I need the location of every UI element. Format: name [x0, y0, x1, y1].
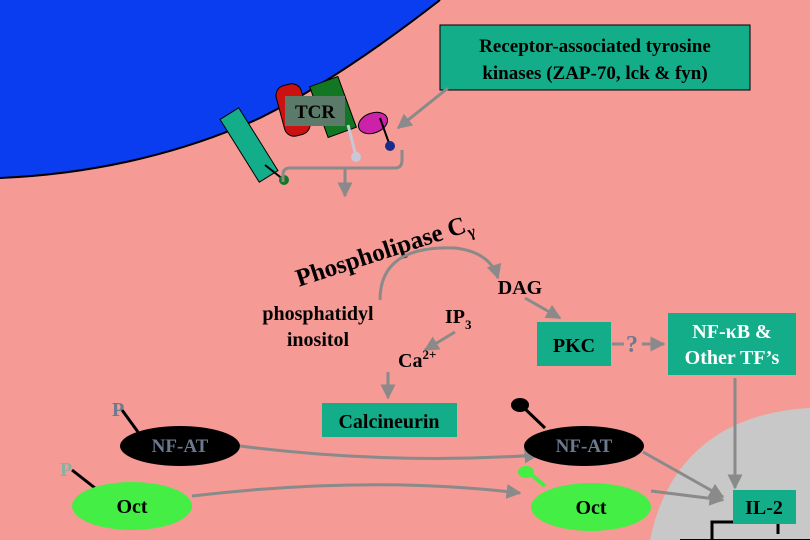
- nfkb-line2: Other TF’s: [685, 347, 780, 369]
- kinase-box-line1: Receptor-associated tyrosine: [479, 36, 711, 57]
- oct-left: [72, 482, 192, 530]
- il2-box: [733, 490, 796, 524]
- oct-phospho-label: P: [60, 459, 72, 481]
- kinase-box: [439, 24, 751, 91]
- nfat-right: [524, 426, 644, 466]
- il2-label: IL-2: [745, 497, 783, 519]
- nfat-right-tail: [511, 398, 529, 412]
- nfat-phospho-label: P: [112, 399, 124, 421]
- oct-left-label: Oct: [116, 496, 147, 518]
- nfat-phospho-link: [120, 409, 140, 433]
- oct-right-label: Oct: [575, 497, 606, 519]
- nfat-to-il2-arrow: [642, 450, 725, 499]
- pip-line2: inositol: [287, 329, 350, 351]
- kinase-arrow: [396, 86, 449, 130]
- pip-line1: phosphatidyl: [262, 303, 374, 325]
- oct-right: [531, 483, 651, 531]
- calcineurin-label: Calcineurin: [338, 411, 439, 433]
- nfkb-box: [668, 313, 796, 375]
- ip3-to-ca-arrow: [423, 330, 456, 352]
- pkc-label: PKC: [553, 335, 595, 357]
- question-mark: ?: [626, 332, 638, 358]
- ip3-label: IP3: [445, 306, 472, 332]
- tcr-label: TCR: [295, 102, 335, 123]
- nfkb-line1: NF-κB &: [692, 321, 771, 343]
- convergence-bracket: [281, 150, 404, 196]
- tcr-label-box: [285, 96, 345, 126]
- calcium-label: Ca2+: [398, 347, 436, 372]
- dag-to-pkc-arrow: [524, 296, 562, 320]
- calcineurin-box: [322, 403, 457, 437]
- nfat-left-label: NF-AT: [152, 436, 209, 457]
- cell-membrane: [0, 0, 441, 179]
- oct-phospho-link: [71, 468, 96, 490]
- kinase-box-line2: kinases (ZAP-70, lck & fyn): [482, 63, 707, 84]
- nfat-right-label: NF-AT: [556, 436, 613, 457]
- dag-label: DAG: [498, 277, 543, 299]
- nfat-left: [120, 426, 240, 466]
- oct-translocation-arrow: [191, 483, 522, 499]
- oct-to-il2-arrow: [650, 489, 725, 506]
- nfat-translocation-arrow: [239, 444, 540, 464]
- pkc-box: [537, 322, 611, 366]
- hydrolysis-arrow: [378, 246, 502, 301]
- oct-right-tail: [518, 466, 534, 478]
